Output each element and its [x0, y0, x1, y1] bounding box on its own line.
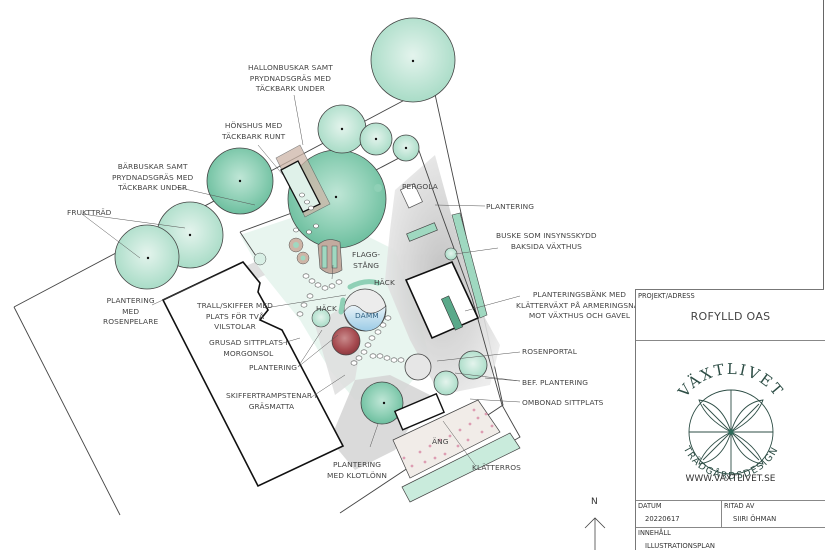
- label-plantering-right: PLANTERING: [486, 202, 535, 211]
- ombonad-seat: [393, 392, 445, 431]
- label-plantering-left: PLANTERING: [249, 363, 298, 372]
- rose-planting: [331, 326, 361, 356]
- north-arrow-icon: [584, 517, 606, 550]
- leader-lines: [81, 94, 521, 466]
- label-ang: ÄNG: [432, 437, 449, 446]
- title-block: PROJEKT/ADRESS ROFYLLD OAS VÄXTLIVET TRÄ…: [635, 289, 825, 551]
- lawn-area: [240, 215, 430, 400]
- title-block-project-section: PROJEKT/ADRESS ROFYLLD OAS: [636, 290, 825, 341]
- tree-centers: [146, 59, 415, 405]
- label-damm: DAMM: [355, 311, 379, 320]
- project-name: ROFYLLD OAS: [690, 310, 771, 323]
- stepping-stones: [293, 192, 405, 366]
- date-value: 20220617: [645, 515, 680, 523]
- label-bef-plantering: BEF. PLANTERING: [522, 378, 589, 387]
- plantering-small-left: [311, 308, 331, 328]
- label-ombonad-sittplats: OMBONAD SITTPLATS: [522, 398, 604, 407]
- chicken-house: [280, 160, 321, 213]
- raspberry-beds: [288, 237, 343, 274]
- project-label: PROJEKT/ADRESS: [638, 292, 695, 300]
- drawing-frame-right-edge: [823, 0, 824, 550]
- label-flaggstang: FLAGG-STÅNG: [352, 250, 381, 270]
- house-footprint: [161, 261, 345, 488]
- meadow-flowers: [402, 408, 494, 468]
- planting-rosenpelare: [253, 252, 267, 266]
- date-label: DATUM: [638, 502, 662, 510]
- label-hack-2: HÄCK: [316, 304, 337, 313]
- label-pergola: PERGOLA: [402, 182, 438, 191]
- vaxtlivet-logo: VÄXTLIVET TRÄDGÅRDSDESIGN: [674, 360, 786, 482]
- label-hack-1: HÄCK: [374, 278, 395, 287]
- title-block-logo-section: VÄXTLIVET TRÄDGÅRDSDESIGN WWW.VAXTLIVET.…: [636, 341, 825, 501]
- planting-bank: [441, 295, 463, 331]
- meadow: [392, 399, 521, 503]
- drawn-by-value: SIIRI ÖHMAN: [733, 515, 777, 523]
- pond: [343, 288, 387, 332]
- content-label: INNEHÅLL: [638, 529, 671, 537]
- content-value: ILLUSTRATIONSPLAN: [645, 542, 715, 550]
- title-block-date-section: DATUM 20220617 RITAD AV SIIRI ÖHMAN: [636, 501, 825, 528]
- pergola: [399, 183, 423, 209]
- title-block-divider: [721, 501, 722, 528]
- label-fruktrad: FRUKTTRÄD: [67, 208, 112, 217]
- label-rosenportal: ROSENPORTAL: [522, 347, 577, 356]
- planting-box-right: [406, 222, 438, 242]
- hedge-strip-right: [451, 212, 488, 319]
- small-shrub: [374, 184, 382, 192]
- website-url[interactable]: WWW.VAXTLIVET.SE: [685, 474, 776, 484]
- north-label: N: [591, 497, 598, 507]
- title-block-content-section: INNEHÅLL ILLUSTRATIONSPLAN: [636, 528, 825, 551]
- buske-insyn: [444, 247, 458, 261]
- hedge-arc-left: [338, 297, 346, 315]
- label-klatterros: KLÄTTERROS: [472, 463, 521, 472]
- hedge-arc-top: [347, 279, 381, 290]
- drawn-by-label: RITAD AV: [724, 502, 755, 510]
